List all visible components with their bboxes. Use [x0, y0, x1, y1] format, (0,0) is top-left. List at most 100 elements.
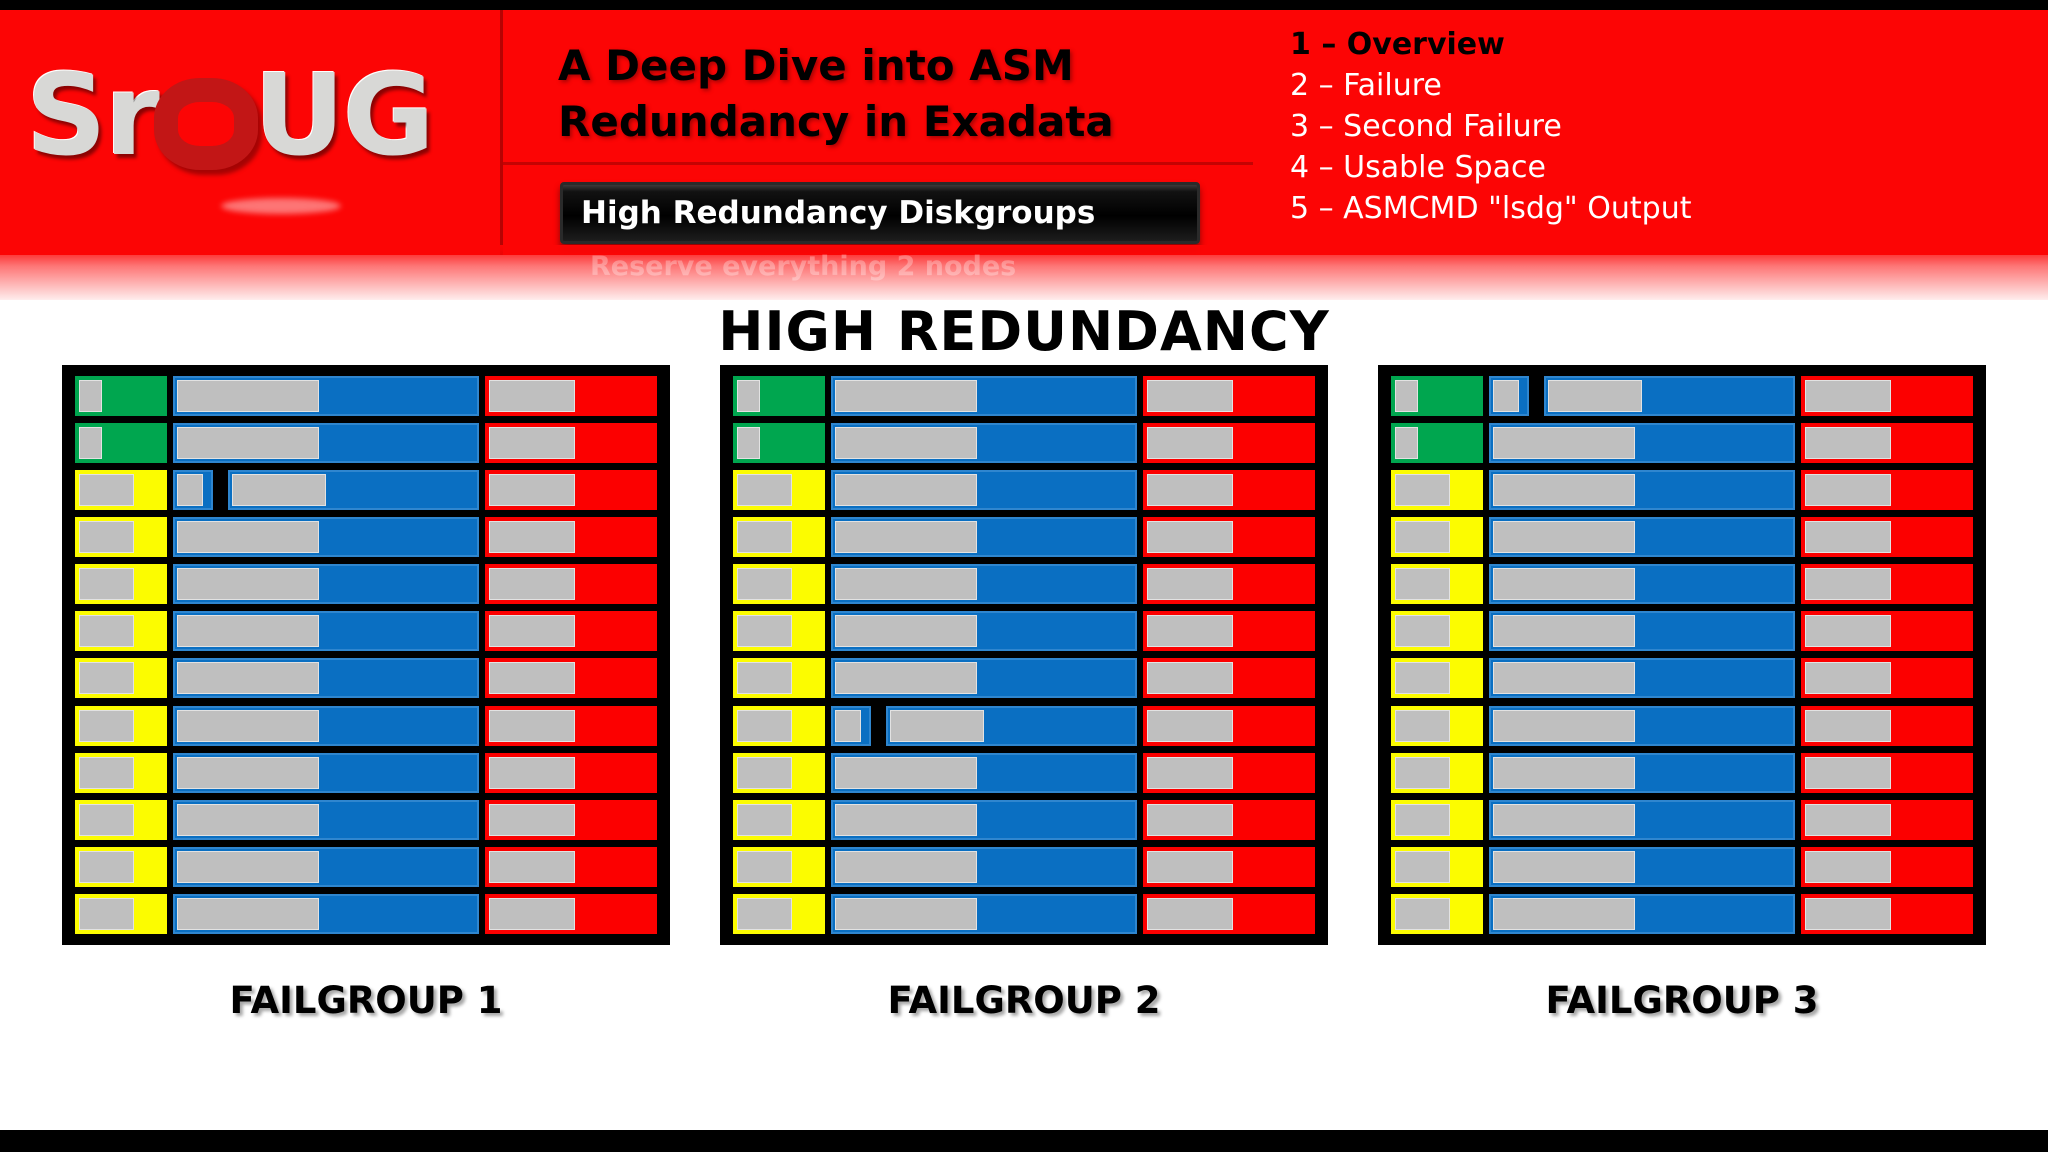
used-space-bar — [835, 897, 977, 930]
disk-row[interactable] — [1391, 846, 1973, 887]
used-space-bar — [1805, 427, 1891, 460]
disk-row[interactable] — [733, 752, 1315, 793]
data-extent-cell — [1489, 893, 1795, 934]
used-space-bar — [489, 474, 575, 507]
disk-row[interactable] — [1391, 705, 1973, 746]
page-title: HIGH REDUNDANCY — [718, 300, 1330, 363]
data-extent-cell-split — [831, 705, 1137, 746]
disk-row[interactable] — [1391, 752, 1973, 793]
disk-row[interactable] — [1391, 799, 1973, 840]
used-space-bar — [1395, 756, 1450, 789]
used-space-bar — [489, 803, 575, 836]
disk-row[interactable] — [75, 611, 657, 652]
data-extent-cell — [173, 376, 479, 416]
oracle-o-logo-icon — [153, 78, 258, 170]
used-space-bar — [1805, 521, 1891, 554]
disk-row[interactable] — [733, 846, 1315, 887]
disk-row[interactable] — [733, 658, 1315, 699]
data-extent-cell — [173, 658, 479, 699]
disk-status-cell-yellow — [1391, 611, 1483, 652]
used-space-bar — [737, 568, 792, 601]
used-space-bar — [177, 662, 319, 695]
data-extent-cell — [831, 376, 1137, 416]
used-space-bar — [737, 803, 792, 836]
used-space-bar — [177, 474, 204, 507]
disk-status-cell-yellow — [733, 470, 825, 511]
disk-row[interactable] — [733, 564, 1315, 605]
data-extent-cell — [173, 611, 479, 652]
disk-row[interactable] — [75, 799, 657, 840]
used-space-bar — [1493, 850, 1635, 883]
disk-status-cell-green — [1391, 423, 1483, 464]
disk-status-cell-yellow — [75, 470, 167, 511]
agenda-item-3-second-failure[interactable]: 3 – Second Failure — [1290, 109, 1562, 144]
disk-row[interactable] — [733, 376, 1315, 416]
disk-row[interactable] — [75, 893, 657, 934]
disk-row[interactable] — [733, 423, 1315, 464]
deck-title: A Deep Dive into ASM Redundancy in Exada… — [558, 41, 1114, 146]
data-extent-cell — [173, 752, 479, 793]
used-space-bar — [1395, 521, 1450, 554]
data-extent-cell — [173, 564, 479, 605]
disk-row[interactable] — [733, 517, 1315, 558]
used-space-bar — [1147, 474, 1233, 507]
disk-row[interactable] — [75, 517, 657, 558]
data-extent-cell — [173, 799, 479, 840]
mirror-extent-cell — [485, 705, 657, 746]
disk-row[interactable] — [1391, 611, 1973, 652]
disk-row[interactable] — [75, 423, 657, 464]
disk-row[interactable] — [1391, 564, 1973, 605]
disk-row[interactable] — [75, 470, 657, 511]
used-space-bar — [1493, 380, 1520, 412]
used-space-bar — [1395, 662, 1450, 695]
disk-row[interactable] — [75, 846, 657, 887]
agenda-item-4-usable-space[interactable]: 4 – Usable Space — [1290, 150, 1546, 185]
disk-row[interactable] — [75, 705, 657, 746]
disk-status-cell-green — [733, 423, 825, 464]
disk-row[interactable] — [75, 564, 657, 605]
disk-row[interactable] — [75, 376, 657, 416]
agenda-item-1-overview[interactable]: 1 – Overview — [1290, 27, 1505, 62]
disk-row[interactable] — [1391, 423, 1973, 464]
disk-row[interactable] — [733, 799, 1315, 840]
failgroup-2-disk-array — [720, 365, 1328, 945]
data-extent-cell — [1489, 705, 1795, 746]
disk-row[interactable] — [1391, 470, 1973, 511]
disk-row[interactable] — [1391, 658, 1973, 699]
data-extent-cell — [173, 517, 479, 558]
disk-row[interactable] — [733, 705, 1315, 746]
used-space-bar — [1395, 709, 1450, 742]
disk-status-cell-yellow — [733, 893, 825, 934]
used-space-bar — [1395, 897, 1450, 930]
disk-row[interactable] — [733, 611, 1315, 652]
used-space-bar — [177, 568, 319, 601]
agenda-item-2-failure[interactable]: 2 – Failure — [1290, 68, 1442, 103]
disk-row[interactable] — [75, 658, 657, 699]
disk-row[interactable] — [1391, 893, 1973, 934]
data-extent-cell — [173, 705, 479, 746]
used-space-bar — [1395, 427, 1418, 460]
disk-row[interactable] — [1391, 517, 1973, 558]
used-space-bar — [489, 615, 575, 648]
section-banner-label: High Redundancy Diskgroups — [581, 195, 1096, 231]
disk-row[interactable] — [733, 470, 1315, 511]
used-space-bar — [1805, 615, 1891, 648]
used-space-bar — [79, 615, 134, 648]
disk-row[interactable] — [75, 752, 657, 793]
used-space-bar — [79, 568, 134, 601]
used-space-bar — [835, 850, 977, 883]
disk-row[interactable] — [1391, 376, 1973, 416]
mirror-extent-cell — [485, 893, 657, 934]
disk-status-cell-yellow — [1391, 564, 1483, 605]
failgroup-label-2: FAILGROUP 2 — [887, 979, 1161, 1022]
used-space-bar — [1493, 803, 1635, 836]
mirror-extent-cell — [1801, 611, 1973, 652]
agenda-item-5-asmcmd-lsdg-output[interactable]: 5 – ASMCMD "lsdg" Output — [1290, 191, 1692, 226]
disk-row[interactable] — [733, 893, 1315, 934]
data-extent-cell — [831, 611, 1137, 652]
disk-status-cell-yellow — [1391, 705, 1483, 746]
used-space-bar — [835, 615, 977, 648]
used-space-bar — [1147, 427, 1233, 460]
used-space-bar — [1395, 380, 1418, 412]
